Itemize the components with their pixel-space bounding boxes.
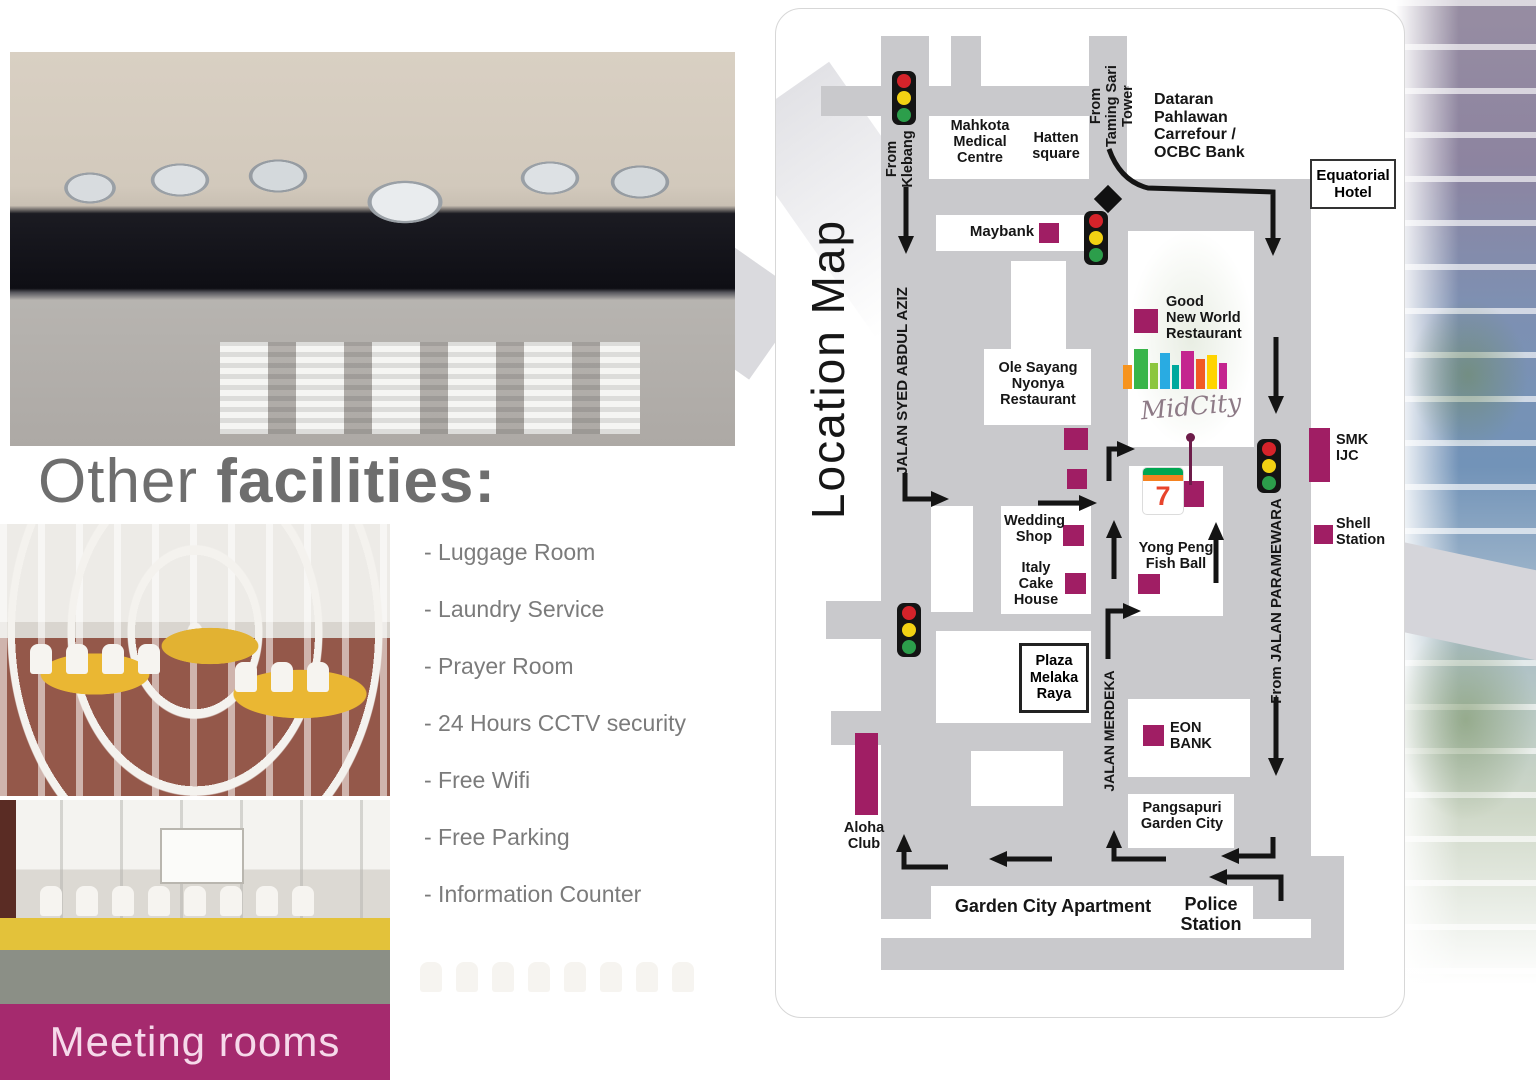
facility-item: - Laundry Service [424,596,605,622]
lobby-photo-strip [5,0,735,42]
label-smk-ijc: SMK IJC [1336,432,1369,464]
marker-aloha-club [855,733,878,815]
marker-yong-peng [1138,574,1160,594]
traffic-light-icon [892,71,916,125]
meeting-room-ushape-photo [0,800,390,1004]
block-wedding-italy [1001,506,1091,614]
facility-item: - Free Wifi [424,767,531,793]
block-mahkota-hatten [931,116,1089,179]
meeting-room-rows-photo [400,934,735,1080]
road [881,938,1344,970]
chairs [235,662,329,692]
block-pangsapuri [1128,794,1234,848]
plaza-melaka-raya-box: Plaza Melaka Raya [1019,643,1089,713]
label-from-taming-sari: From Taming Sari Tower [1088,65,1136,147]
chairs [420,962,694,992]
seven-eleven-7: 7 [1155,481,1171,511]
buffet-photo [10,52,735,446]
block-good-new-world-midcity [1128,231,1254,447]
label-eon-bank: EON BANK [1170,720,1212,752]
marker-maybank [1039,223,1059,243]
marker-smk-ijc [1309,428,1330,482]
label-from-klebang: From Klebang [884,130,916,188]
facility-item: - Luggage Room [424,539,596,565]
chairs [30,644,160,674]
facility-item: - Free Parking [424,824,570,850]
block [971,751,1063,806]
label-mahkota-medical: Mahkota Medical Centre [950,118,1010,166]
block [1011,261,1066,349]
page-title-normal: Other [38,447,217,516]
traffic-light-icon [897,603,921,657]
block-maybank [936,215,1089,251]
projection-screen [160,828,244,884]
facility-item: - Prayer Room [424,653,574,679]
block-ole-sayang [984,349,1091,425]
label-jalan-syed-abdul-aziz: JALAN SYED ABDUL AZIZ [894,287,911,475]
midcity-skyline-icon [1123,349,1227,389]
label-police-station: Police Station [1180,894,1242,934]
marker-wedding-shop [1063,525,1084,546]
label-hatten-square: Hatten square [1032,130,1080,162]
label-wedding-shop: Wedding Shop [1004,513,1065,545]
marker-shell-station [1314,525,1333,544]
label-italy-cake-house: Italy Cake House [1013,560,1059,608]
seven-eleven-stripe [1143,468,1183,475]
road [951,36,981,88]
label-shell-station: Shell Station [1336,516,1386,548]
marker [1067,469,1087,489]
label-jalan-merdeka: JALAN MERDEKA [1101,670,1117,792]
meeting-room-round-tables-photo [0,524,390,796]
meeting-rooms-banner-label: Meeting rooms [49,1018,341,1065]
label-pangsapuri: Pangsapuri Garden City [1140,800,1224,832]
road [821,86,1129,116]
map-title: Location Map [802,218,854,520]
label-aloha-club: Aloha Club [843,820,885,852]
road [826,601,883,639]
label-yong-peng: Yong Peng Fish Ball [1138,540,1214,572]
plate-stacks [220,342,640,434]
label-jalan-paramewara: From JALAN PARAMEWARA [1268,498,1285,704]
page-title-bold: facilities: [216,447,497,516]
midcity-location-pin [1186,433,1195,485]
palm-tree-photo-blur [1408,300,1528,450]
marker-ole-sayang [1064,428,1088,450]
label-good-new-world: Good New World Restaurant [1166,294,1242,342]
chairs [40,886,314,916]
midcity-logo-text: MidCity [1139,387,1243,426]
equatorial-hotel-box: Equatorial Hotel [1310,159,1396,209]
meeting-rooms-banner: Meeting rooms [0,1004,390,1080]
marker-good-new-world [1134,309,1158,333]
page-title: Other facilities: [38,442,738,522]
traffic-light-icon [1257,439,1281,493]
marker-italy-cake-house [1065,573,1086,594]
seven-eleven-stripe [1143,475,1183,481]
midcity-logo: MidCity [1121,339,1261,449]
facility-item: - Information Counter [424,881,642,907]
traffic-light-icon [1084,211,1108,265]
hotel-building-photo [1396,0,1536,1015]
label-garden-city-apartment: Garden City Apartment [954,896,1152,916]
location-map-card: Location Map [775,8,1405,1018]
block [931,506,973,612]
label-dataran-pahlawan: Dataran Pahlawan Carrefour / OCBC Bank [1154,91,1245,161]
direction-arrows [896,148,1284,901]
label-maybank: Maybank [969,223,1035,240]
seven-eleven-icon: 7 [1142,467,1184,515]
facilities-list: - Luggage Room - Laundry Service - Prayer … [424,540,734,939]
road [1311,856,1344,970]
facility-item: - 24 Hours CCTV security [424,710,687,736]
label-ole-sayang: Ole Sayang Nyonya Restaurant [998,360,1078,408]
block-garden-city [931,886,1253,938]
marker-eon-bank [1143,725,1164,746]
